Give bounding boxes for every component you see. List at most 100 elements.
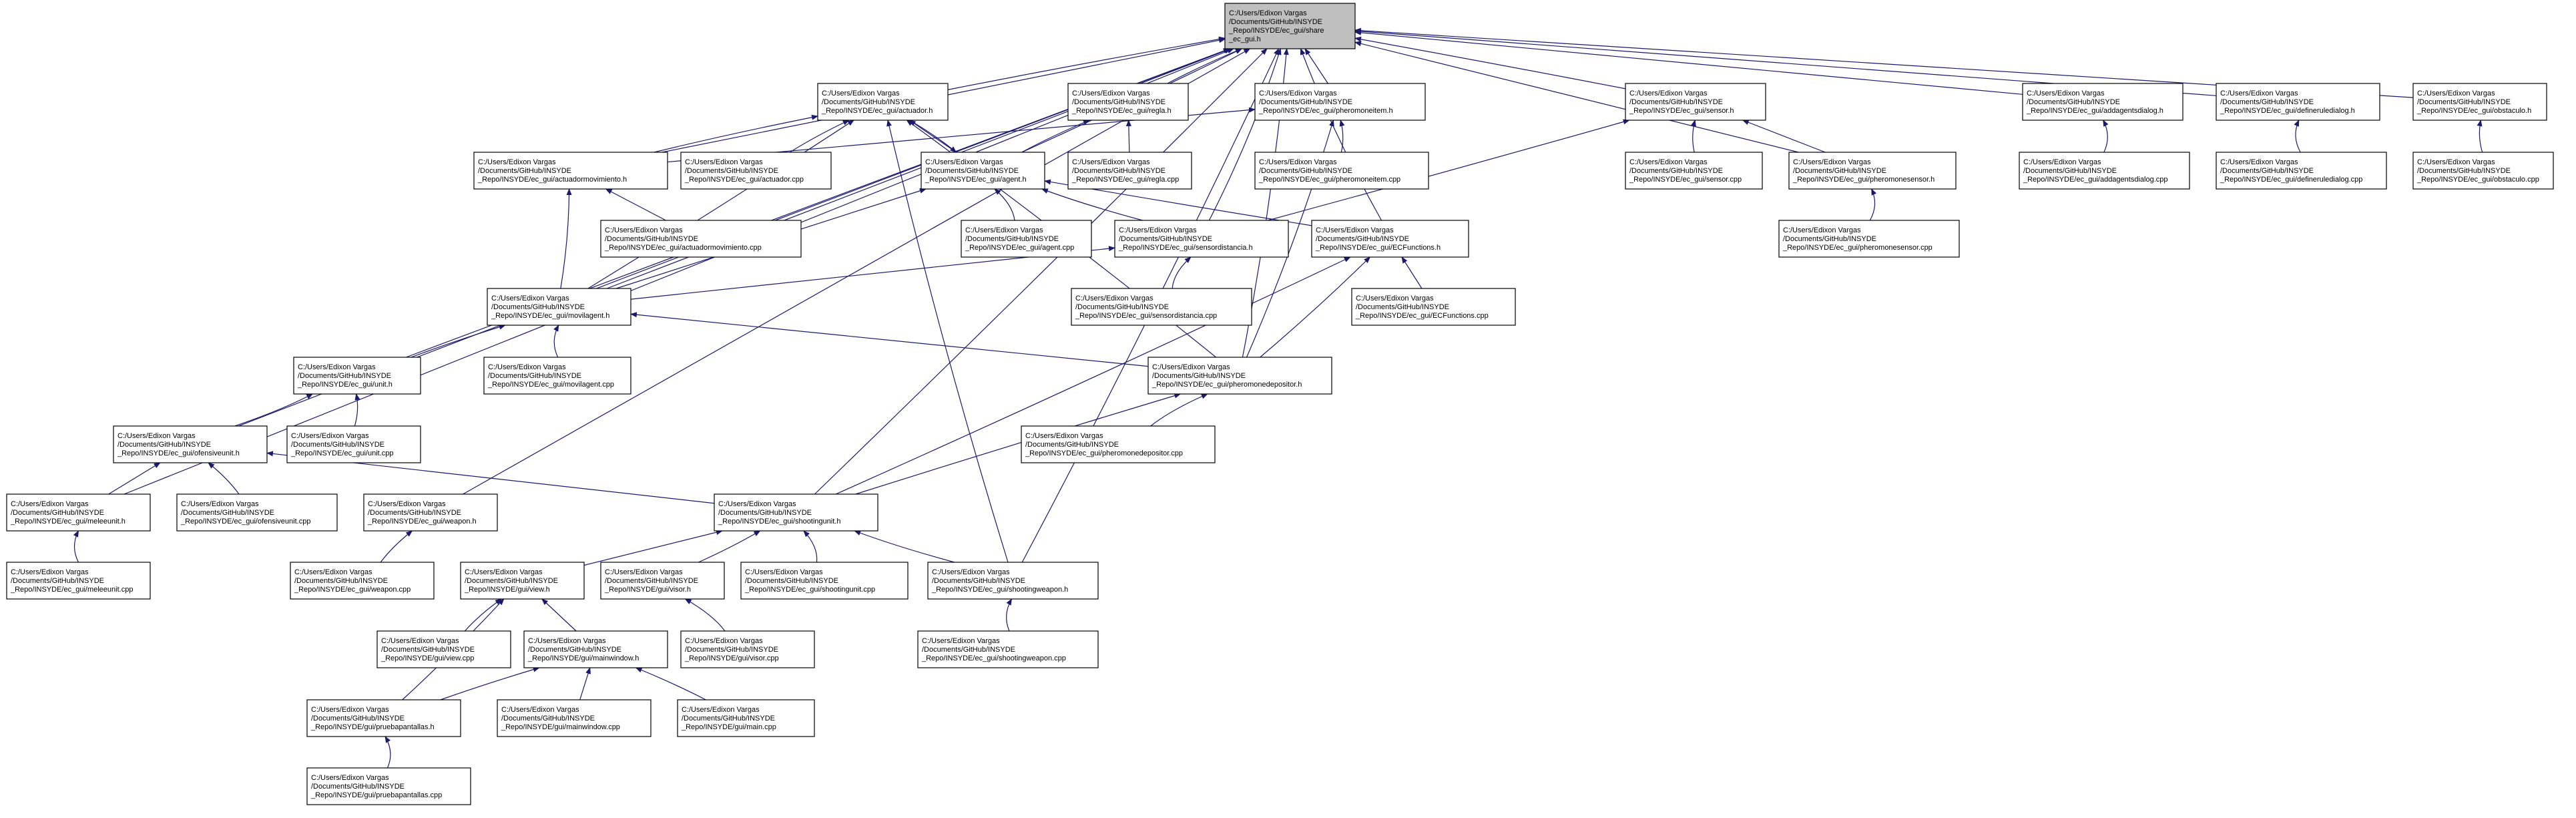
node-pheromonedepositor-cpp[interactable]: C:/Users/Edixon Vargas/Documents/GitHub/… xyxy=(1021,425,1216,463)
node-label-line: /Documents/GitHub/INSYDE xyxy=(2023,167,2117,175)
node-box xyxy=(1071,288,1252,326)
node-box xyxy=(1788,152,1957,190)
node-shootingweapon-h[interactable]: C:/Users/Edixon Vargas/Documents/GitHub/… xyxy=(927,562,1099,600)
node-label-line: /Documents/GitHub/INSYDE xyxy=(1629,98,1723,106)
node-ecfunctions-h[interactable]: C:/Users/Edixon Vargas/Documents/GitHub/… xyxy=(1311,220,1469,258)
node-shootingweapon-cpp[interactable]: C:/Users/Edixon Vargas/Documents/GitHub/… xyxy=(917,630,1099,668)
node-label-line: _Repo/INSYDE/gui/view.cpp xyxy=(380,654,474,662)
node-label-line: _Repo/INSYDE/ec_gui/meleeunit.h xyxy=(10,518,125,526)
node-addagentsdialog-h[interactable]: C:/Users/Edixon Vargas/Documents/GitHub/… xyxy=(2022,83,2183,121)
node-visor-h[interactable]: C:/Users/Edixon Vargas/Documents/GitHub/… xyxy=(600,562,725,600)
node-label-line: _Repo/INSYDE/gui/mainwindow.h xyxy=(527,654,639,662)
node-meleeunit-h[interactable]: C:/Users/Edixon Vargas/Documents/GitHub/… xyxy=(6,493,151,532)
edge-sensor_h-to-share xyxy=(1354,36,1626,89)
edge-weapon_cpp-to-weapon_h xyxy=(380,530,413,563)
node-addagentsdialog-cpp[interactable]: C:/Users/Edixon Vargas/Documents/GitHub/… xyxy=(2019,152,2190,190)
node-view-h[interactable]: C:/Users/Edixon Vargas/Documents/GitHub/… xyxy=(460,562,585,600)
node-label-line: /Documents/GitHub/INSYDE xyxy=(2220,167,2314,175)
node-agent-cpp[interactable]: C:/Users/Edixon Vargas/Documents/GitHub/… xyxy=(961,220,1092,258)
node-box xyxy=(1625,152,1763,190)
node-label-line: C:/Users/Edixon Vargas xyxy=(2417,158,2495,166)
node-label-line: _Repo/INSYDE/ec_gui/movilagent.cpp xyxy=(487,381,614,389)
node-label-line: /Documents/GitHub/INSYDE xyxy=(965,235,1059,243)
node-obstaculo-h[interactable]: C:/Users/Edixon Vargas/Documents/GitHub/… xyxy=(2412,83,2547,121)
node-pheromonesensor-h[interactable]: C:/Users/Edixon Vargas/Documents/GitHub/… xyxy=(1788,152,1957,190)
node-weapon-cpp[interactable]: C:/Users/Edixon Vargas/Documents/GitHub/… xyxy=(290,562,435,600)
node-defineruledialog-cpp[interactable]: C:/Users/Edixon Vargas/Documents/GitHub/… xyxy=(2216,152,2387,190)
node-actuador-cpp[interactable]: C:/Users/Edixon Vargas/Documents/GitHub/… xyxy=(680,152,832,190)
node-label-line: _Repo/INSYDE/ec_gui/shootingunit.h xyxy=(718,518,840,526)
node-label-line: _ec_gui.h xyxy=(1228,35,1261,43)
node-pheromoneitem-cpp[interactable]: C:/Users/Edixon Vargas/Documents/GitHub/… xyxy=(1254,152,1429,190)
node-label-line: /Documents/GitHub/INSYDE xyxy=(311,783,405,791)
node-label-line: _Repo/INSYDE/ec_gui/defineruledialog.cpp xyxy=(2220,176,2362,184)
node-pheromonesensor-cpp[interactable]: C:/Users/Edixon Vargas/Documents/GitHub/… xyxy=(1778,220,1960,258)
node-label-line: _Repo/INSYDE/ec_gui/ofensiveunit.cpp xyxy=(180,518,310,526)
node-label-line: /Documents/GitHub/INSYDE xyxy=(1259,167,1352,175)
node-view-cpp[interactable]: C:/Users/Edixon Vargas/Documents/GitHub/… xyxy=(376,630,511,668)
node-ecfunctions-cpp[interactable]: C:/Users/Edixon Vargas/Documents/GitHub/… xyxy=(1351,288,1516,326)
node-sensor-h[interactable]: C:/Users/Edixon Vargas/Documents/GitHub/… xyxy=(1625,83,1766,121)
node-movilagent-cpp[interactable]: C:/Users/Edixon Vargas/Documents/GitHub/… xyxy=(483,357,631,395)
node-label-line: _Repo/INSYDE/ec_gui/pheromonedepositor.c… xyxy=(1025,449,1183,457)
node-actuadormov-cpp[interactable]: C:/Users/Edixon Vargas/Documents/GitHub/… xyxy=(600,220,802,258)
node-pruebapantallas-h[interactable]: C:/Users/Edixon Vargas/Documents/GitHub/… xyxy=(306,699,461,737)
edge-addagentsdialog_cpp-to-addagentsdialog_h xyxy=(2103,120,2109,153)
node-label-line: _Repo/INSYDE/ec_gui/obstaculo.h xyxy=(2416,107,2531,115)
node-label-line: C:/Users/Edixon Vargas xyxy=(1229,9,1307,17)
node-label-line: C:/Users/Edixon Vargas xyxy=(2220,158,2298,166)
node-box xyxy=(1254,83,1426,121)
node-box xyxy=(6,493,151,532)
node-weapon-h[interactable]: C:/Users/Edixon Vargas/Documents/GitHub/… xyxy=(363,493,498,532)
node-actuadormov-h[interactable]: C:/Users/Edixon Vargas/Documents/GitHub/… xyxy=(473,152,668,190)
node-unit-h[interactable]: C:/Users/Edixon Vargas/Documents/GitHub/… xyxy=(293,357,421,395)
edge-sensordistancia_h-to-share xyxy=(1208,48,1282,221)
node-label-line: C:/Users/Edixon Vargas xyxy=(1629,89,1708,97)
node-shootingunit-h[interactable]: C:/Users/Edixon Vargas/Documents/GitHub/… xyxy=(714,493,878,532)
node-shootingunit-cpp[interactable]: C:/Users/Edixon Vargas/Documents/GitHub/… xyxy=(740,562,909,600)
node-box xyxy=(293,357,421,395)
edge-visor_h-to-shootingunit_h xyxy=(698,530,761,563)
edge-pheromoneitem_cpp-to-pheromoneitem_h xyxy=(1339,120,1345,153)
node-actuador-h[interactable]: C:/Users/Edixon Vargas/Documents/GitHub/… xyxy=(817,83,949,121)
edge-defineruledialog_cpp-to-defineruledialog_h xyxy=(2294,120,2301,153)
node-label-line: _Repo/INSYDE/ec_gui/shootingweapon.cpp xyxy=(921,654,1066,662)
node-movilagent-h[interactable]: C:/Users/Edixon Vargas/Documents/GitHub/… xyxy=(487,288,631,326)
node-label-line: /Documents/GitHub/INSYDE xyxy=(745,577,838,585)
node-label-line: C:/Users/Edixon Vargas xyxy=(682,706,760,714)
node-label-line: C:/Users/Edixon Vargas xyxy=(605,226,683,234)
node-sensordistancia-cpp[interactable]: C:/Users/Edixon Vargas/Documents/GitHub/… xyxy=(1071,288,1252,326)
node-defineruledialog-h[interactable]: C:/Users/Edixon Vargas/Documents/GitHub/… xyxy=(2216,83,2380,121)
node-regla-cpp[interactable]: C:/Users/Edixon Vargas/Documents/GitHub/… xyxy=(1067,152,1192,190)
node-sensor-cpp[interactable]: C:/Users/Edixon Vargas/Documents/GitHub/… xyxy=(1625,152,1763,190)
node-label-line: C:/Users/Edixon Vargas xyxy=(2417,89,2495,97)
node-label-line: /Documents/GitHub/INSYDE xyxy=(117,441,211,449)
node-meleeunit-cpp[interactable]: C:/Users/Edixon Vargas/Documents/GitHub/… xyxy=(6,562,151,600)
node-main-cpp[interactable]: C:/Users/Edixon Vargas/Documents/GitHub/… xyxy=(677,699,815,737)
node-obstaculo-cpp[interactable]: C:/Users/Edixon Vargas/Documents/GitHub/… xyxy=(2412,152,2554,190)
node-share[interactable]: C:/Users/Edixon Vargas/Documents/GitHub/… xyxy=(1224,3,1356,49)
node-label-line: /Documents/GitHub/INSYDE xyxy=(1783,235,1876,243)
node-label-line: /Documents/GitHub/INSYDE xyxy=(294,577,388,585)
node-pheromonedepositor-h[interactable]: C:/Users/Edixon Vargas/Documents/GitHub/… xyxy=(1147,357,1332,395)
edge-shootingunit_cpp-to-shootingunit_h xyxy=(803,530,818,563)
node-offensiveunit-h[interactable]: C:/Users/Edixon Vargas/Documents/GitHub/… xyxy=(113,425,268,463)
node-label-line: _Repo/INSYDE/ec_gui/defineruledialog.h xyxy=(2220,107,2355,115)
node-pheromoneitem-h[interactable]: C:/Users/Edixon Vargas/Documents/GitHub/… xyxy=(1254,83,1426,121)
node-mainwindow-cpp[interactable]: C:/Users/Edixon Vargas/Documents/GitHub/… xyxy=(497,699,652,737)
node-mainwindow-h[interactable]: C:/Users/Edixon Vargas/Documents/GitHub/… xyxy=(523,630,668,668)
node-pruebapantallas-cpp[interactable]: C:/Users/Edixon Vargas/Documents/GitHub/… xyxy=(306,767,471,805)
node-box xyxy=(176,493,338,532)
node-regla-h[interactable]: C:/Users/Edixon Vargas/Documents/GitHub/… xyxy=(1067,83,1189,121)
node-agent-h[interactable]: C:/Users/Edixon Vargas/Documents/GitHub/… xyxy=(921,152,1045,190)
node-sensordistancia-h[interactable]: C:/Users/Edixon Vargas/Documents/GitHub/… xyxy=(1114,220,1289,258)
node-label-line: C:/Users/Edixon Vargas xyxy=(2027,89,2105,97)
node-unit-cpp[interactable]: C:/Users/Edixon Vargas/Documents/GitHub/… xyxy=(286,425,421,463)
node-label-line: /Documents/GitHub/INSYDE xyxy=(298,372,391,380)
node-visor-cpp[interactable]: C:/Users/Edixon Vargas/Documents/GitHub/… xyxy=(680,630,815,668)
node-label-line: /Documents/GitHub/INSYDE xyxy=(11,577,104,585)
node-label-line: C:/Users/Edixon Vargas xyxy=(1075,294,1153,302)
edge-actuador_h-to-share xyxy=(947,36,1226,90)
node-label-line: C:/Users/Edixon Vargas xyxy=(1793,158,1871,166)
node-offensiveunit-cpp[interactable]: C:/Users/Edixon Vargas/Documents/GitHub/… xyxy=(176,493,338,532)
